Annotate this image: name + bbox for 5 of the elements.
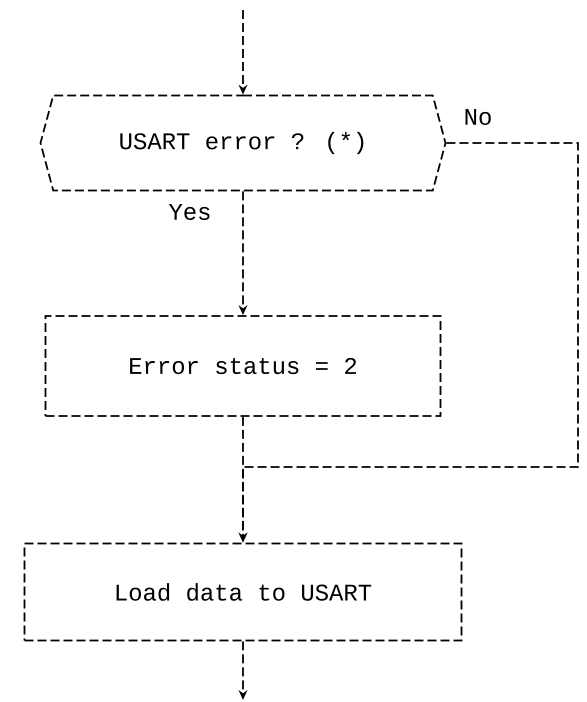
process-box: Load data to USART [24,542,462,642]
edge-label: Yes [166,202,214,222]
edge-label: No [462,107,494,127]
decision-hexagon: USART error ? (*) [40,94,446,192]
process-box: Error status = 2 [44,315,442,417]
